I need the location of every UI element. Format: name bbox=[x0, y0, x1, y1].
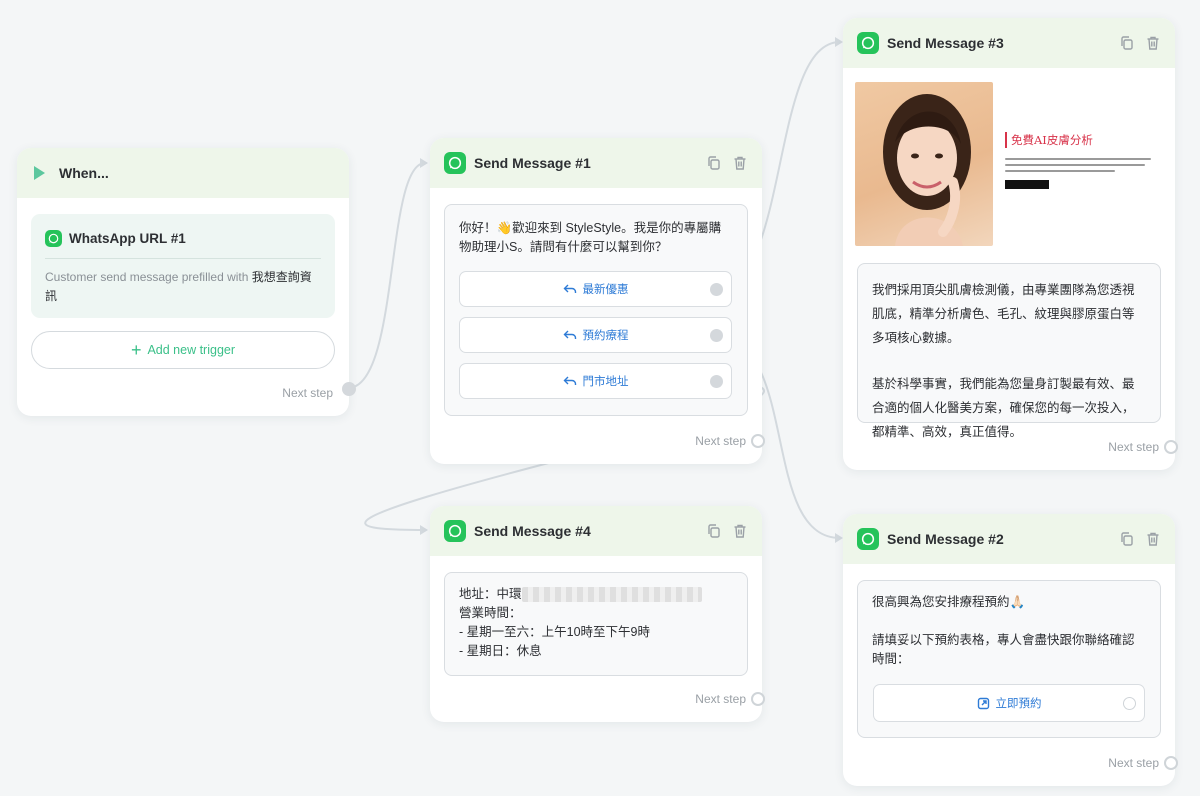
send-message-1-title: Send Message #1 bbox=[474, 155, 591, 171]
reply-icon bbox=[563, 284, 576, 293]
trigger-description: Customer send message prefilled with 我想查… bbox=[45, 268, 321, 306]
hours-label: 營業時間： bbox=[459, 606, 522, 620]
message-3-para-1: 我們採用頂尖肌膚檢測儀，由專業團隊為您透視肌底，精準分析膚色、毛孔、紋理與膠原蛋… bbox=[872, 283, 1135, 345]
copy-icon[interactable] bbox=[706, 155, 722, 171]
promo-cta bbox=[1005, 180, 1049, 189]
reply-icon bbox=[563, 330, 576, 339]
copy-icon[interactable] bbox=[1119, 531, 1135, 547]
next-step-port[interactable] bbox=[1164, 440, 1178, 454]
next-step-port[interactable] bbox=[751, 692, 765, 706]
next-step-port[interactable] bbox=[342, 382, 356, 396]
add-trigger-label: Add new trigger bbox=[147, 343, 236, 357]
promo-image[interactable]: 免費AI皮膚分析 bbox=[855, 82, 1151, 248]
next-step-label: Next step bbox=[282, 386, 333, 400]
quick-reply-label: 預約療程 bbox=[582, 330, 629, 342]
book-now-label: 立即預約 bbox=[995, 698, 1042, 710]
message-1-text: 你好！👋歡迎來到 StyleStyle。我是你的專屬購物助理小S。請問有什麼可以… bbox=[459, 221, 722, 254]
trigger-card-label: WhatsApp URL #1 bbox=[69, 231, 186, 246]
play-icon bbox=[31, 165, 47, 181]
add-new-trigger-button[interactable]: + Add new trigger bbox=[31, 331, 335, 369]
button-port[interactable] bbox=[710, 329, 723, 342]
next-step-label: Next step bbox=[695, 434, 746, 448]
quick-reply-label: 最新優惠 bbox=[582, 284, 629, 296]
button-port[interactable] bbox=[1123, 697, 1136, 710]
message-3-box[interactable]: 我們採用頂尖肌膚檢測儀，由專業團隊為您透視肌底，精準分析膚色、毛孔、紋理與膠原蛋… bbox=[857, 263, 1161, 439]
whatsapp-icon bbox=[857, 528, 879, 550]
whatsapp-icon bbox=[45, 230, 62, 247]
quick-reply-button-address[interactable]: 門市地址 bbox=[459, 363, 732, 399]
trigger-title: When... bbox=[59, 165, 109, 181]
trigger-node[interactable]: When... WhatsApp URL #1 Customer send me… bbox=[17, 148, 356, 416]
redacted-address bbox=[521, 587, 702, 603]
trigger-desc-prefix: Customer send message prefilled with bbox=[45, 270, 249, 284]
send-message-2-node[interactable]: Send Message #2 很高興為您安排療程預約🙏🏻 請填妥以下預約表格，… bbox=[843, 514, 1178, 786]
whatsapp-icon bbox=[444, 152, 466, 174]
send-message-1-header: Send Message #1 bbox=[430, 138, 762, 188]
copy-icon[interactable] bbox=[706, 523, 722, 539]
external-link-icon bbox=[977, 697, 989, 709]
hours-sunday: - 星期日：休息 bbox=[459, 644, 542, 658]
arrowhead-msg2 bbox=[835, 533, 843, 543]
reply-icon bbox=[563, 376, 576, 385]
send-message-3-node[interactable]: Send Message #3 免費AI皮膚分析 bbox=[843, 18, 1178, 470]
next-step-label: Next step bbox=[1108, 440, 1159, 454]
send-message-2-header: Send Message #2 bbox=[843, 514, 1175, 564]
address-label: 地址：中環 bbox=[459, 587, 522, 601]
hours-weekday: - 星期一至六：上午10時至下午9時 bbox=[459, 625, 650, 639]
trigger-card-title: WhatsApp URL #1 bbox=[45, 230, 321, 247]
send-message-1-node[interactable]: Send Message #1 你好！👋歡迎來到 StyleStyle。我是你的… bbox=[430, 138, 765, 464]
arrowhead-msg3 bbox=[835, 37, 843, 47]
plus-icon: + bbox=[130, 340, 142, 360]
send-message-3-header: Send Message #3 bbox=[843, 18, 1175, 68]
arrowhead-msg4 bbox=[420, 525, 428, 535]
next-step-port[interactable] bbox=[1164, 756, 1178, 770]
message-2-line-1: 很高興為您安排療程預約🙏🏻 bbox=[872, 595, 1026, 609]
trigger-node-header: When... bbox=[17, 148, 349, 198]
connector-trigger-to-msg1 bbox=[347, 162, 426, 389]
button-port[interactable] bbox=[710, 283, 723, 296]
message-3-para-2: 基於科學事實，我們能為您量身訂製最有效、最合適的個人化醫美方案，確保您的每一次投… bbox=[872, 377, 1135, 439]
model-photo bbox=[855, 82, 993, 246]
send-message-4-header: Send Message #4 bbox=[430, 506, 762, 556]
next-step-port[interactable] bbox=[751, 434, 765, 448]
trash-icon[interactable] bbox=[732, 523, 748, 539]
divider bbox=[45, 258, 321, 259]
send-message-3-title: Send Message #3 bbox=[887, 35, 1004, 51]
arrowhead-msg1 bbox=[420, 158, 428, 168]
quick-reply-label: 門市地址 bbox=[582, 376, 629, 388]
send-message-4-node[interactable]: Send Message #4 地址：中環 營業時間： - 星期一至六：上午10… bbox=[430, 506, 765, 722]
promo-heading: 免費AI皮膚分析 bbox=[1005, 132, 1155, 148]
book-now-button[interactable]: 立即預約 bbox=[873, 684, 1145, 722]
whatsapp-icon bbox=[444, 520, 466, 542]
promo-text-block: 免費AI皮膚分析 bbox=[1005, 132, 1155, 189]
next-step-label: Next step bbox=[1108, 756, 1159, 770]
trigger-desc-value: 我想查詢資訊 bbox=[45, 270, 312, 303]
trash-icon[interactable] bbox=[1145, 531, 1161, 547]
whatsapp-url-trigger-card[interactable]: WhatsApp URL #1 Customer send message pr… bbox=[31, 214, 335, 318]
quick-reply-button-booking[interactable]: 預約療程 bbox=[459, 317, 732, 353]
next-step-label: Next step bbox=[695, 692, 746, 706]
whatsapp-icon bbox=[857, 32, 879, 54]
send-message-2-title: Send Message #2 bbox=[887, 531, 1004, 547]
message-2-line-2: 請填妥以下預約表格，專人會盡快跟你聯絡確認時間： bbox=[872, 633, 1135, 666]
quick-reply-button-offers[interactable]: 最新優惠 bbox=[459, 271, 732, 307]
promo-body-lines bbox=[1005, 158, 1155, 172]
trash-icon[interactable] bbox=[1145, 35, 1161, 51]
message-4-box[interactable]: 地址：中環 營業時間： - 星期一至六：上午10時至下午9時 - 星期日：休息 bbox=[444, 572, 748, 676]
copy-icon[interactable] bbox=[1119, 35, 1135, 51]
trash-icon[interactable] bbox=[732, 155, 748, 171]
address-line: 地址：中環 bbox=[459, 585, 733, 604]
send-message-4-title: Send Message #4 bbox=[474, 523, 591, 539]
button-port[interactable] bbox=[710, 375, 723, 388]
